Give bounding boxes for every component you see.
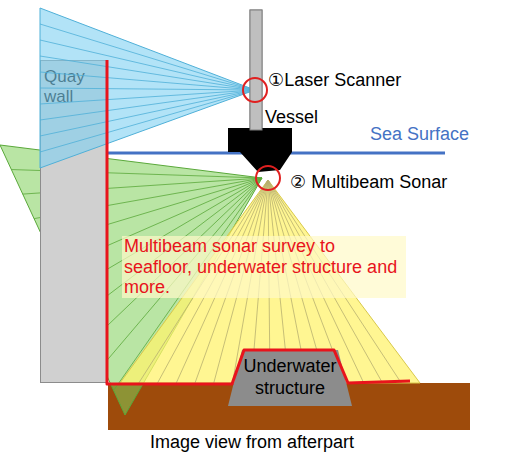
underwater-structure: Underwater structure (226, 350, 354, 406)
sonar-marker (256, 166, 280, 190)
vessel-hull (228, 128, 292, 172)
note-text: Multibeam sonar survey to seafloor, unde… (122, 236, 406, 298)
part-label: Vessel (265, 107, 318, 128)
part-label: Sea Surface (370, 124, 469, 145)
callout-label: ①Laser Scanner (268, 70, 401, 91)
caption: Image view from afterpart (150, 432, 354, 453)
node-label: Underwater structure (226, 350, 354, 399)
scanner-pole (250, 10, 262, 130)
callout-label: ② Multibeam Sonar (290, 172, 447, 193)
